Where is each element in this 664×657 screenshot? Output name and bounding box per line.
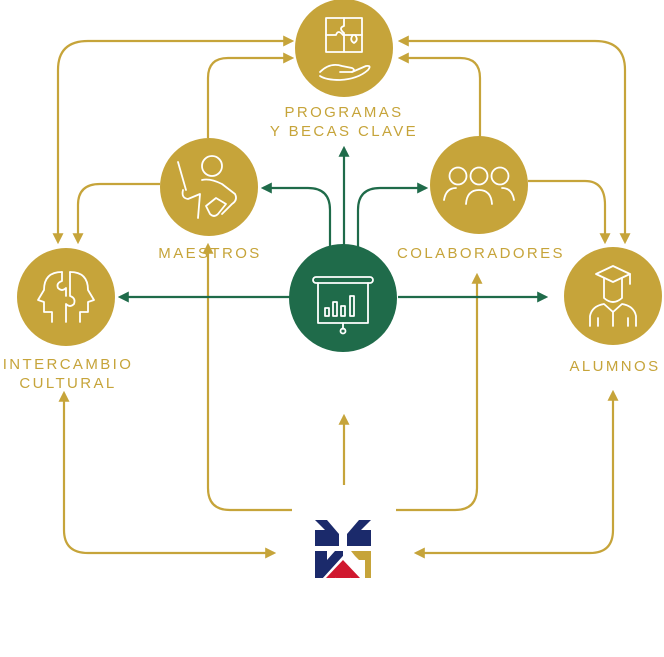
connector-logo-to-colaboradores [396, 272, 483, 512]
node-circle [564, 247, 662, 345]
connector-center-to-colaboradores [356, 182, 429, 250]
connector-maestros-to-intercambio [72, 182, 160, 245]
gold-connectors [52, 35, 631, 559]
label-colaboradores-line1: COLABORADORES [397, 245, 565, 262]
node-circle [160, 138, 258, 236]
graduate-icon [589, 265, 637, 327]
connector-colaboradores-to-alumnos [528, 179, 611, 245]
node-colaboradores[interactable] [430, 136, 528, 234]
label-maestros-line1: MAESTROS [158, 245, 262, 262]
teacher-icon [177, 155, 237, 219]
label-intercambio-line2: CULTURAL [19, 375, 117, 392]
node-alumnos[interactable] [564, 247, 662, 345]
label-alumnos-line1: ALUMNOS [569, 358, 661, 375]
label-maestros: MAESTROS [140, 244, 280, 263]
node-maestros[interactable] [160, 138, 258, 236]
green-connectors [117, 145, 549, 303]
british-flag-logo [315, 520, 371, 578]
group-people-icon [443, 166, 515, 205]
puzzle-hand-icon [319, 17, 371, 81]
connector-maestros-to-programas [206, 52, 295, 138]
connector-alumnos-to-logo [413, 389, 619, 559]
label-programas-line2: Y BECAS CLAVE [269, 123, 419, 140]
label-alumnos: ALUMNOS [560, 357, 664, 376]
connector-intercambio-to-programas [52, 35, 295, 245]
node-circle [289, 244, 397, 352]
label-programas-line1: PROGRAMAS [284, 104, 404, 121]
presentation-chart-icon [312, 276, 374, 335]
connector-logo-to-maestros [202, 242, 292, 512]
connector-center-to-maestros [260, 182, 332, 250]
label-intercambio-line1: INTERCAMBIO [2, 356, 134, 373]
node-intercambio[interactable] [17, 248, 115, 346]
node-programas[interactable] [295, 0, 393, 97]
node-circle [17, 248, 115, 346]
connector-alumnos-to-programas [397, 35, 631, 245]
connector-intercambio-to-logo [58, 390, 277, 559]
label-programas: PROGRAMAS Y BECAS CLAVE [264, 103, 424, 141]
label-colaboradores: COLABORADORES [388, 244, 574, 263]
puzzle-heads-icon [37, 271, 95, 323]
node-center[interactable] [289, 244, 397, 352]
label-intercambio: INTERCAMBIO CULTURAL [0, 355, 140, 393]
